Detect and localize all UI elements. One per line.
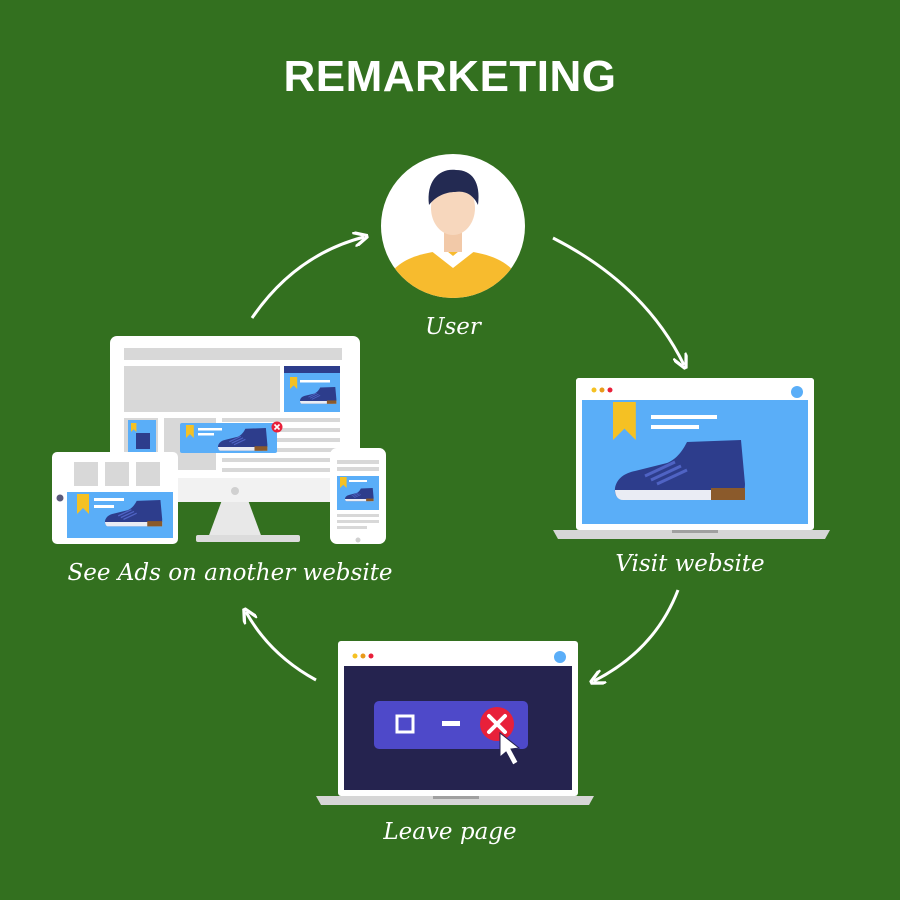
leave-page-laptop (316, 641, 594, 805)
close-icon (480, 707, 514, 741)
step-visit-website-label: Visit website (615, 551, 765, 577)
smartphone (330, 448, 386, 544)
arrow-leave-to-ads (246, 612, 317, 682)
account-icon (554, 651, 566, 663)
cursor-icon (499, 731, 521, 766)
minimize-icon (442, 721, 460, 726)
diagram-title: REMARKETING (283, 52, 617, 101)
tablet (52, 452, 178, 544)
step-leave-page-label: Leave page (383, 819, 517, 845)
arrow-visit-to-leave (594, 589, 680, 681)
arrow-user-to-visit (552, 236, 684, 365)
step-see-ads-label: See Ads on another website (67, 560, 393, 586)
visit-website-laptop (553, 378, 830, 539)
maximize-icon (395, 714, 415, 734)
arrow-ads-to-user (250, 237, 364, 319)
step-user-label: User (425, 314, 481, 340)
account-icon (791, 386, 803, 398)
user-avatar-icon (381, 154, 525, 298)
